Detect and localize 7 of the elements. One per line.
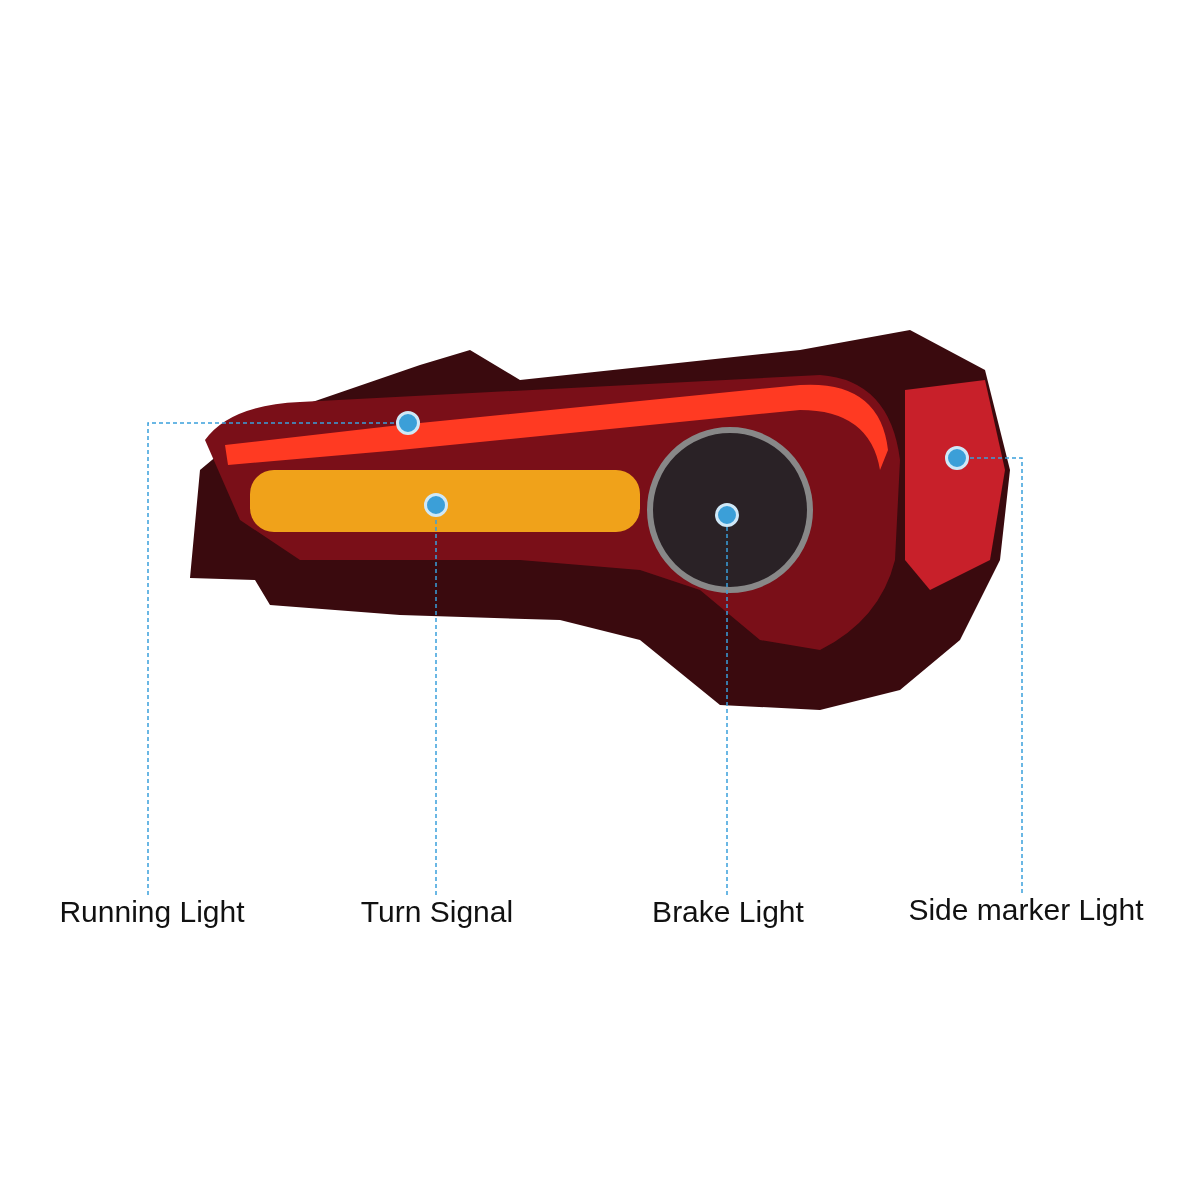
leader-line — [726, 526, 728, 896]
callout-label: Side marker Light — [908, 893, 1144, 927]
callout-label: Running Light — [59, 895, 245, 929]
callout-label: Turn Signal — [360, 895, 514, 929]
callout-label: Brake Light — [652, 895, 804, 929]
leader-line — [968, 457, 1023, 894]
leader-line — [147, 422, 397, 896]
